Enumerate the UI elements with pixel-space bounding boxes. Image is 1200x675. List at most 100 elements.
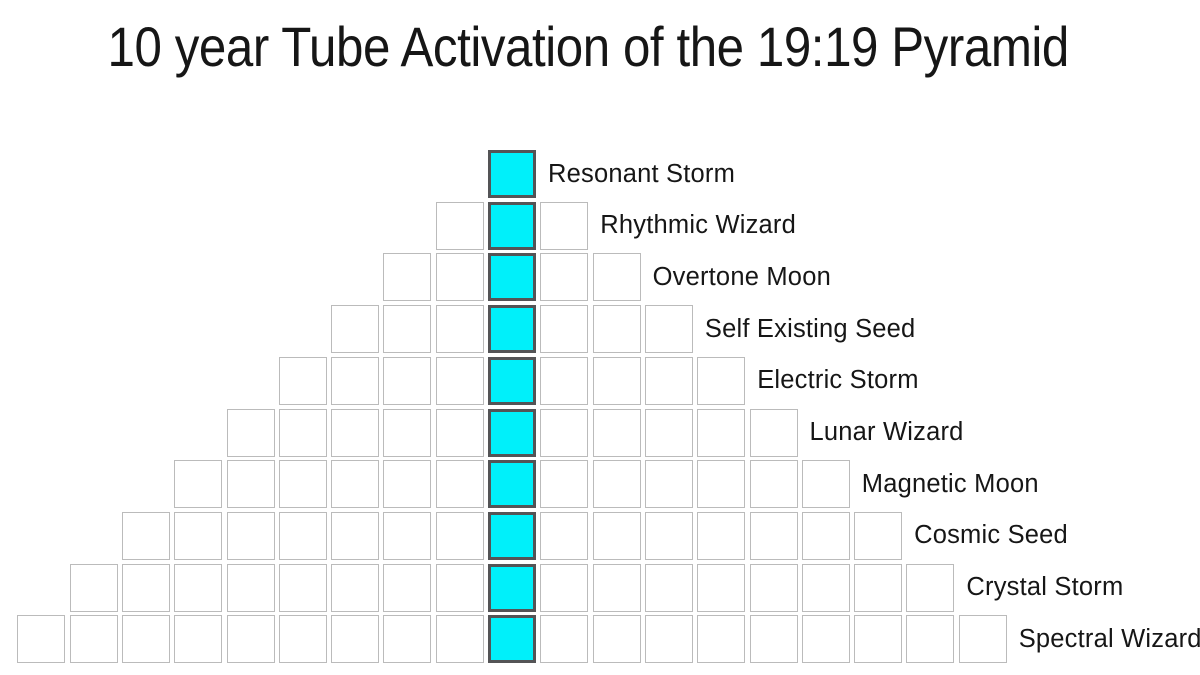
pyramid-cell: [854, 615, 903, 664]
pyramid-cell: [697, 460, 746, 509]
pyramid-cell: [592, 356, 641, 405]
pyramid-cell: [435, 563, 484, 612]
row-label: Magnetic Moon: [861, 469, 1039, 498]
pyramid-cell: [435, 460, 484, 509]
pyramid-cell: [801, 460, 850, 509]
pyramid-cell: [854, 563, 903, 612]
pyramid-cell: [383, 563, 432, 612]
row-label: Electric Storm: [757, 366, 919, 395]
pyramid-cell: [540, 253, 589, 302]
row-label: Lunar Wizard: [809, 418, 964, 446]
tube-cell: [488, 460, 536, 509]
tube-cell: [488, 305, 536, 354]
row-label: Crystal Storm: [966, 573, 1124, 602]
tube-cell: [488, 563, 536, 612]
pyramid-cell: [906, 615, 955, 664]
pyramid-cell: [174, 460, 223, 509]
pyramid-cell: [174, 615, 223, 664]
pyramid-cell: [331, 408, 380, 457]
pyramid-cell: [226, 563, 275, 612]
pyramid-cell: [592, 615, 641, 664]
pyramid-cell: [121, 615, 170, 664]
pyramid-cell: [435, 201, 484, 250]
pyramid-cell: [331, 511, 380, 560]
pyramid-cell: [697, 615, 746, 664]
pyramid-cell: [278, 408, 327, 457]
pyramid-cell: [226, 408, 275, 457]
tube-cell: [488, 201, 536, 250]
pyramid-cell: [278, 511, 327, 560]
pyramid-cell: [383, 305, 432, 354]
pyramid-cell: [383, 460, 432, 509]
pyramid-cell: [174, 563, 223, 612]
pyramid-cell: [644, 460, 693, 509]
pyramid-cell: [592, 408, 641, 457]
tube-cell: [488, 615, 536, 664]
tube-cell: [488, 150, 536, 198]
pyramid-cell: [540, 356, 589, 405]
pyramid-cell: [17, 615, 66, 664]
pyramid-cell: [278, 460, 327, 509]
pyramid-cell: [644, 615, 693, 664]
pyramid-cell: [697, 356, 746, 405]
pyramid-cell: [331, 305, 380, 354]
pyramid-cell: [383, 615, 432, 664]
pyramid-cell: [540, 563, 589, 612]
tube-cell: [488, 408, 536, 457]
pyramid-cell: [435, 356, 484, 405]
pyramid-cell: [801, 563, 850, 612]
pyramid-cell: [644, 511, 693, 560]
pyramid-cell: [644, 563, 693, 612]
pyramid-cell: [435, 408, 484, 457]
pyramid-cell: [644, 408, 693, 457]
pyramid-cell: [592, 511, 641, 560]
row-label: Rhythmic Wizard: [600, 211, 796, 240]
tube-cell: [488, 253, 536, 302]
pyramid-cell: [749, 615, 798, 664]
tube-cell: [488, 511, 536, 560]
pyramid-cell: [69, 563, 118, 612]
pyramid-cell: [592, 253, 641, 302]
pyramid-cell: [226, 615, 275, 664]
pyramid-cell: [801, 615, 850, 664]
pyramid-cell: [958, 615, 1007, 664]
pyramid-cell: [69, 615, 118, 664]
pyramid-cell: [644, 305, 693, 354]
pyramid-cell: [697, 563, 746, 612]
pyramid-cell: [174, 511, 223, 560]
row-label: Cosmic Seed: [914, 521, 1068, 550]
row-label: Resonant Storm: [548, 159, 736, 188]
title-bar: 10 year Tube Activation of the 19:19 Pyr…: [0, 16, 1200, 78]
pyramid-cell: [331, 615, 380, 664]
pyramid-cell: [592, 305, 641, 354]
pyramid-cell: [540, 201, 589, 250]
pyramid-cell: [383, 356, 432, 405]
pyramid-cell: [906, 563, 955, 612]
row-label: Self Existing Seed: [704, 314, 916, 343]
row-label: Spectral Wizard: [1018, 624, 1200, 653]
pyramid-cell: [749, 460, 798, 509]
pyramid-cell: [331, 563, 380, 612]
pyramid-cell: [592, 563, 641, 612]
pyramid-cell: [435, 305, 484, 354]
pyramid-cell: [697, 511, 746, 560]
pyramid-cell: [592, 460, 641, 509]
pyramid-cell: [331, 460, 380, 509]
pyramid-cell: [540, 408, 589, 457]
pyramid-cell: [540, 615, 589, 664]
pyramid-cell: [278, 615, 327, 664]
pyramid-cell: [383, 511, 432, 560]
pyramid-cell: [435, 253, 484, 302]
pyramid-cell: [540, 305, 589, 354]
page-title: 10 year Tube Activation of the 19:19 Pyr…: [107, 15, 1069, 78]
row-label: Overtone Moon: [652, 262, 831, 291]
pyramid-cell: [854, 511, 903, 560]
pyramid-cell: [435, 615, 484, 664]
pyramid-cell: [383, 408, 432, 457]
pyramid-cell: [697, 408, 746, 457]
pyramid-cell: [644, 356, 693, 405]
pyramid-cell: [331, 356, 380, 405]
pyramid-cell: [749, 408, 798, 457]
pyramid-cell: [121, 511, 170, 560]
